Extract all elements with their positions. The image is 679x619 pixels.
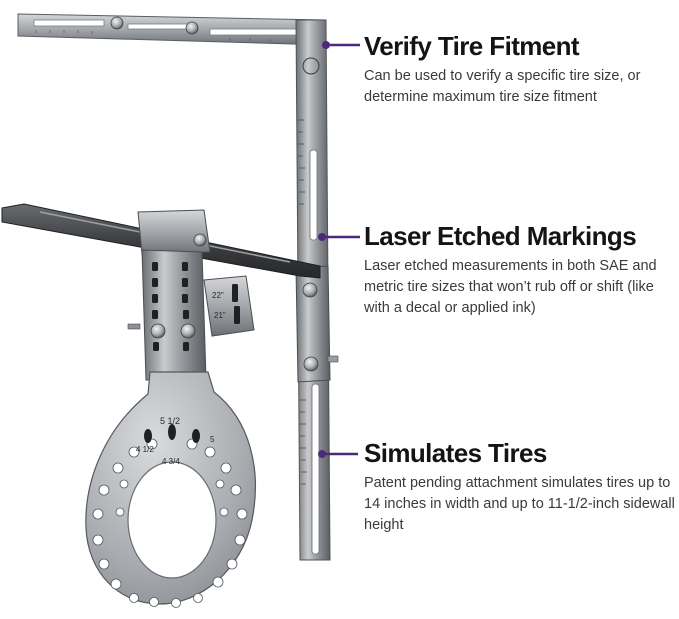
screw-icon <box>150 323 166 339</box>
leader-dot-1 <box>322 41 330 49</box>
screw-icon <box>110 16 124 30</box>
callout-body: Laser etched measurements in both SAE an… <box>364 258 657 316</box>
callout-title: Laser Etched Markings <box>364 221 637 251</box>
callout-simulates-tires: Simulates Tires Patent pending attachmen… <box>364 437 676 536</box>
fraction-half-mark: 5 1/2 <box>160 416 180 426</box>
carriage-block <box>137 209 211 255</box>
size-21-mark: 21" <box>214 311 226 320</box>
screw-icon <box>302 282 318 298</box>
width-gauge-plate <box>127 249 207 381</box>
tire-simulator-disc: 5 1/2 4 3/4 4 1/2 5 <box>85 371 256 608</box>
fraction-quarter-mark: 4 3/4 <box>162 457 180 466</box>
screw-icon <box>180 323 196 339</box>
slide-clamp <box>295 265 339 383</box>
fraction-right-mark: 5 <box>210 435 215 444</box>
leader-dot-3 <box>318 450 326 458</box>
fraction-left-mark: 4 1/2 <box>136 445 154 454</box>
callout-leaders <box>318 41 360 458</box>
screw-icon <box>193 233 207 247</box>
callout-body: Patent pending attachment simulates tire… <box>364 475 675 533</box>
callout-body: Can be used to verify a specific tire si… <box>364 68 641 105</box>
callout-laser-markings: Laser Etched Markings Laser etched measu… <box>364 220 676 319</box>
square-top-arm <box>17 13 327 46</box>
logo-mark <box>302 57 320 75</box>
screw-icon <box>185 21 199 35</box>
screw-icon <box>303 356 319 372</box>
size-22-mark: 22" <box>212 291 224 300</box>
sidewall-tab: 22" 21" <box>203 275 255 337</box>
leader-dot-2 <box>318 233 326 241</box>
callout-verify-fitment: Verify Tire Fitment Can be used to verif… <box>364 30 676 108</box>
callout-title: Simulates Tires <box>364 438 547 468</box>
callout-title: Verify Tire Fitment <box>364 31 580 61</box>
